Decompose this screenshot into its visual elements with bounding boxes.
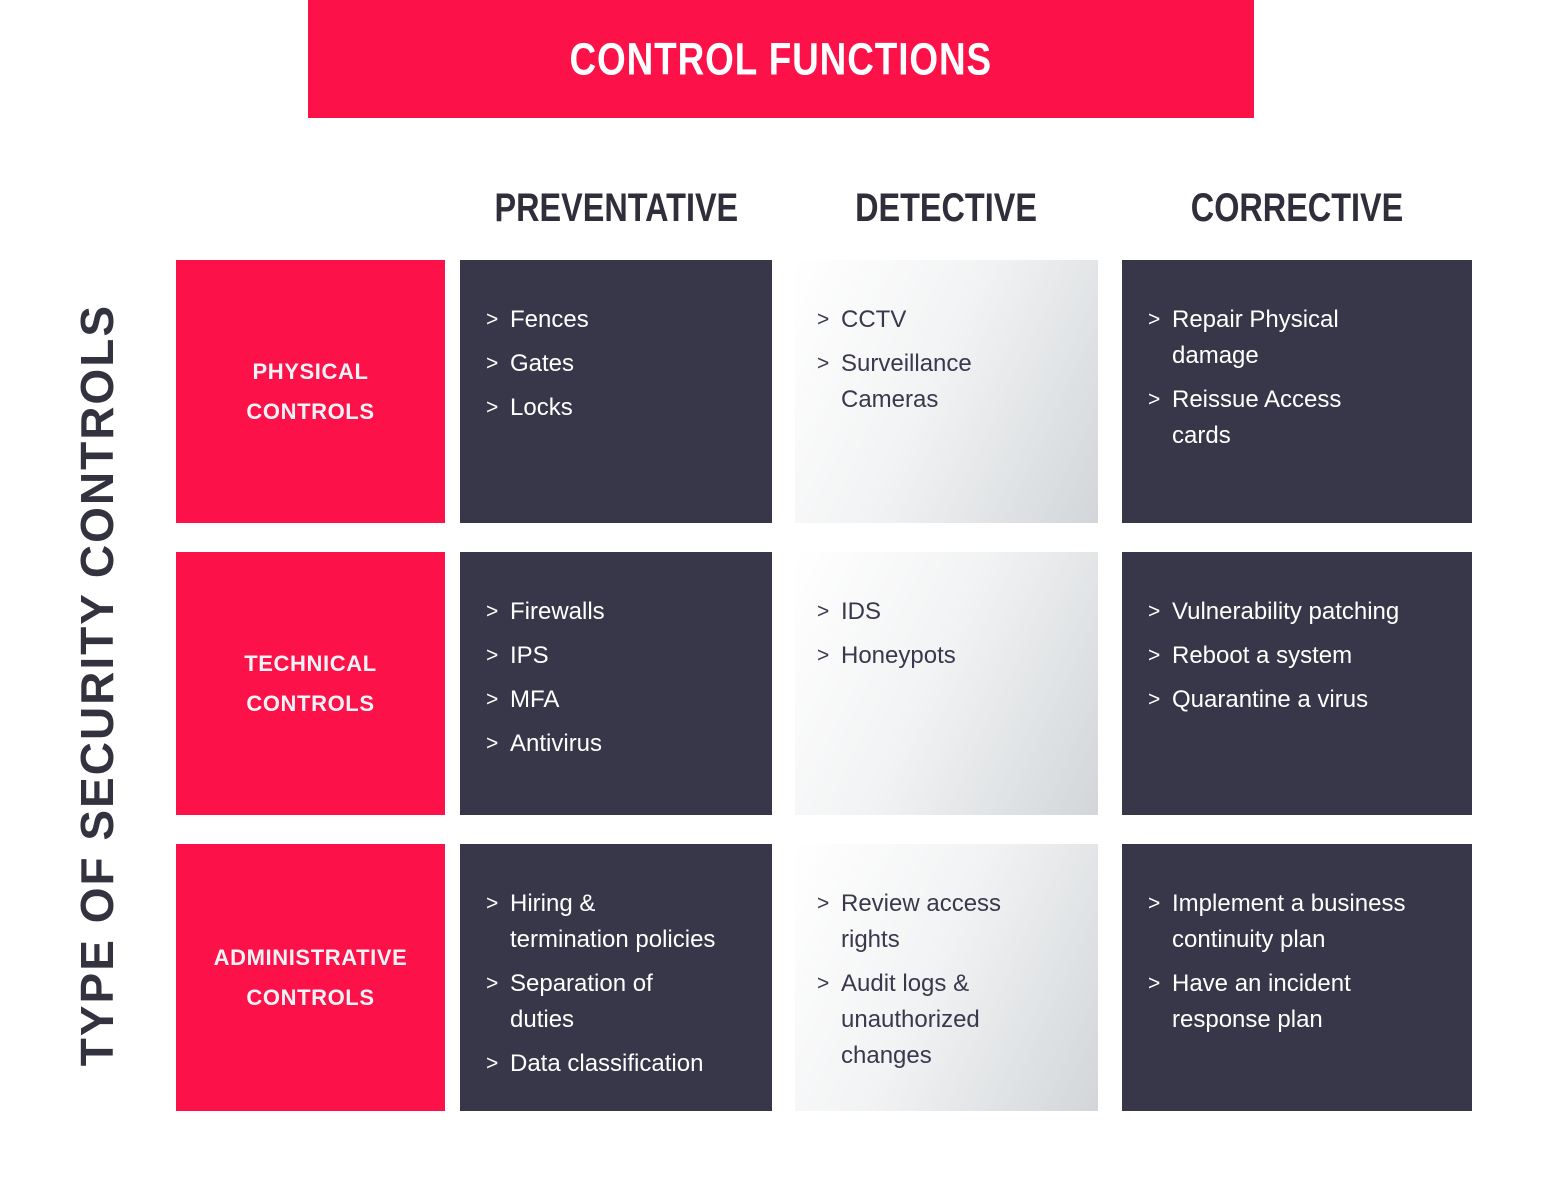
cell-physical-preventative: > Fences > Gates > Locks <box>460 260 772 523</box>
item-text: Gates <box>510 350 575 377</box>
chevron-icon: > <box>486 600 499 623</box>
list-item: > Fences <box>486 302 756 338</box>
list-item: > Gates <box>486 346 756 382</box>
item-text: Antivirus <box>510 730 603 757</box>
list-item: > Hiring & termination policies <box>486 886 756 958</box>
chevron-icon: > <box>1148 308 1161 331</box>
item-text: Quarantine a virus <box>1172 686 1369 713</box>
list-item: > Quarantine a virus <box>1148 682 1456 718</box>
chevron-icon: > <box>817 972 830 995</box>
chevron-icon: > <box>486 1052 499 1075</box>
cell-administrative-preventative: > Hiring & termination policies > Separa… <box>460 844 772 1111</box>
list-item: > Audit logs & unauthorized changes <box>817 966 1082 1074</box>
item-text: Firewalls <box>510 598 605 625</box>
item-text: Separation of duties <box>510 970 653 1033</box>
list-item: > Data classification <box>486 1046 756 1082</box>
column-header-label: CORRECTIVE <box>1190 184 1404 230</box>
chevron-icon: > <box>486 732 499 755</box>
list-item: > Vulnerability patching <box>1148 594 1456 630</box>
chevron-icon: > <box>1148 972 1161 995</box>
item-text: MFA <box>510 686 560 713</box>
item-text: Hiring & termination policies <box>510 890 716 953</box>
chevron-icon: > <box>486 688 499 711</box>
chevron-icon: > <box>1148 688 1161 711</box>
item-text: Have an incident response plan <box>1172 970 1351 1033</box>
page-title: CONTROL FUNCTIONS <box>546 33 1016 84</box>
chevron-icon: > <box>817 892 830 915</box>
column-header-corrective: CORRECTIVE <box>1122 184 1472 232</box>
chevron-icon: > <box>1148 600 1161 623</box>
chevron-icon: > <box>486 352 499 375</box>
cell-administrative-detective: > Review access rights > Audit logs & un… <box>795 844 1098 1111</box>
chevron-icon: > <box>486 972 499 995</box>
item-text: Data classification <box>510 1050 704 1077</box>
item-text: Repair Physical damage <box>1172 306 1339 369</box>
item-text: Surveillance Cameras <box>841 350 972 413</box>
cell-technical-preventative: > Firewalls > IPS > MFA > Antivirus <box>460 552 772 815</box>
item-text: CCTV <box>841 306 907 333</box>
cell-technical-detective: > IDS > Honeypots <box>795 552 1098 815</box>
chevron-icon: > <box>486 396 499 419</box>
chevron-icon: > <box>817 308 830 331</box>
list-item: > Antivirus <box>486 726 756 762</box>
row-label-technical-controls: TECHNICAL CONTROLS <box>176 552 445 815</box>
cell-administrative-corrective: > Implement a business continuity plan >… <box>1122 844 1472 1111</box>
row-label-text: ADMINISTRATIVE CONTROLS <box>213 944 408 1010</box>
item-text: Vulnerability patching <box>1172 598 1400 625</box>
chevron-icon: > <box>1148 892 1161 915</box>
chevron-icon: > <box>817 644 830 667</box>
column-header-preventative: PREVENTATIVE <box>460 184 772 232</box>
column-header-label: DETECTIVE <box>855 184 1038 230</box>
item-text: Implement a business continuity plan <box>1172 890 1406 953</box>
title-banner: CONTROL FUNCTIONS <box>308 0 1254 118</box>
item-text: Fences <box>510 306 589 333</box>
chevron-icon: > <box>1148 388 1161 411</box>
item-text: Review access rights <box>841 890 1002 953</box>
chevron-icon: > <box>817 352 830 375</box>
list-item: > Firewalls <box>486 594 756 630</box>
list-item: > Reboot a system <box>1148 638 1456 674</box>
column-header-label: PREVENTATIVE <box>494 184 738 230</box>
list-item: > Surveillance Cameras <box>817 346 1082 418</box>
chevron-icon: > <box>486 892 499 915</box>
item-text: Reissue Access cards <box>1172 386 1342 449</box>
list-item: > IPS <box>486 638 756 674</box>
row-label-text: TECHNICAL CONTROLS <box>244 650 377 716</box>
item-text: IDS <box>841 598 882 625</box>
item-text: Reboot a system <box>1172 642 1353 669</box>
chevron-icon: > <box>1148 644 1161 667</box>
item-text: Audit logs & unauthorized changes <box>841 970 980 1069</box>
list-item: > Reissue Access cards <box>1148 382 1456 454</box>
list-item: > MFA <box>486 682 756 718</box>
chevron-icon: > <box>486 644 499 667</box>
list-item: > Locks <box>486 390 756 426</box>
row-label-administrative-controls: ADMINISTRATIVE CONTROLS <box>176 844 445 1111</box>
list-item: > Review access rights <box>817 886 1082 958</box>
list-item: > Separation of duties <box>486 966 756 1038</box>
page-title-text: CONTROL FUNCTIONS <box>569 33 993 84</box>
list-item: > Have an incident response plan <box>1148 966 1456 1038</box>
list-item: > CCTV <box>817 302 1082 338</box>
cell-physical-corrective: > Repair Physical damage > Reissue Acces… <box>1122 260 1472 523</box>
y-axis-label-container: TYPE OF SECURITY CONTROLS <box>34 260 160 1111</box>
chevron-icon: > <box>486 308 499 331</box>
row-label-physical-controls: PHYSICAL CONTROLS <box>176 260 445 523</box>
cell-technical-corrective: > Vulnerability patching > Reboot a syst… <box>1122 552 1472 815</box>
list-item: > IDS <box>817 594 1082 630</box>
item-text: Honeypots <box>841 642 956 669</box>
column-header-detective: DETECTIVE <box>795 184 1098 232</box>
list-item: > Repair Physical damage <box>1148 302 1456 374</box>
row-label-text: PHYSICAL CONTROLS <box>246 358 375 424</box>
cell-physical-detective: > CCTV > Surveillance Cameras <box>795 260 1098 523</box>
list-item: > Implement a business continuity plan <box>1148 886 1456 958</box>
y-axis-label: TYPE OF SECURITY CONTROLS <box>71 304 123 1067</box>
list-item: > Honeypots <box>817 638 1082 674</box>
chevron-icon: > <box>817 600 830 623</box>
item-text: Locks <box>510 394 573 421</box>
item-text: IPS <box>510 642 549 669</box>
